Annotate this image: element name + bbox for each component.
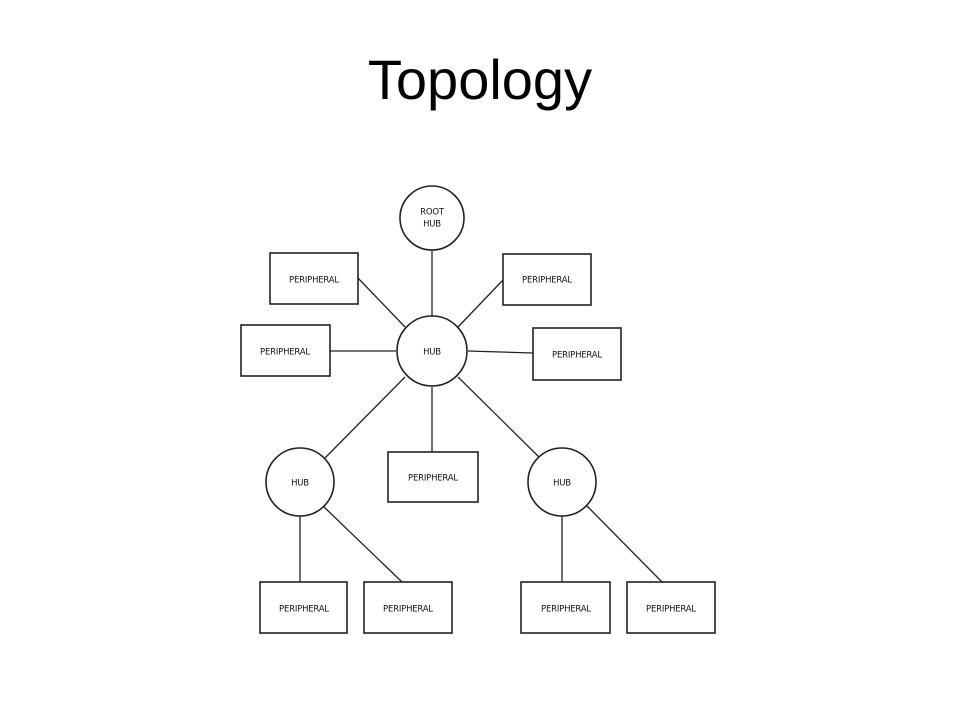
peripheral-box — [626, 581, 716, 634]
peripheral-label: PERIPHERAL — [552, 351, 602, 361]
link-hub-peripheral-right — [467, 350, 534, 354]
peripheral-box — [532, 327, 622, 381]
link-hub-left-hub — [324, 376, 406, 459]
peripheral-box — [363, 581, 453, 634]
peripheral-label: PERIPHERAL — [408, 474, 458, 484]
right-hub-node: HUB — [527, 447, 597, 517]
root-hub-circle — [399, 185, 465, 251]
slide-title: Topology — [367, 48, 593, 111]
peripheral-bottom-2: PERIPHERAL — [363, 581, 453, 634]
peripheral-box — [520, 581, 611, 634]
root-hub-label-line1: ROOT — [420, 208, 445, 218]
peripheral-center: PERIPHERAL — [387, 451, 479, 503]
root-hub-label-line2: HUB — [423, 220, 441, 230]
link-left-hub-peripheral-b — [322, 505, 403, 583]
central-hub-node: HUB — [396, 315, 468, 387]
peripheral-label: PERIPHERAL — [289, 276, 339, 286]
link-hub-peripheral-ur — [457, 279, 504, 328]
left-hub-label: HUB — [291, 479, 309, 489]
peripheral-upper-right: PERIPHERAL — [502, 253, 592, 306]
link-hub-peripheral-ul — [357, 277, 406, 328]
peripheral-box — [387, 451, 479, 503]
peripheral-box — [269, 252, 359, 305]
peripheral-label: PERIPHERAL — [279, 605, 329, 615]
peripheral-left: PERIPHERAL — [240, 324, 331, 377]
peripheral-label: PERIPHERAL — [522, 276, 572, 286]
central-hub-circle — [396, 315, 468, 387]
peripheral-label: PERIPHERAL — [383, 605, 433, 615]
peripheral-box — [240, 324, 331, 377]
left-hub-node: HUB — [265, 447, 335, 517]
right-hub-label: HUB — [553, 479, 571, 489]
root-hub-node: ROOT HUB — [399, 185, 465, 251]
left-hub-circle — [265, 447, 335, 517]
peripheral-label: PERIPHERAL — [646, 605, 696, 615]
peripheral-upper-left: PERIPHERAL — [269, 252, 359, 305]
right-hub-circle — [527, 447, 597, 517]
link-right-hub-peripheral-b — [586, 505, 663, 583]
peripheral-label: PERIPHERAL — [541, 605, 591, 615]
connectors — [299, 248, 663, 583]
central-hub-label: HUB — [423, 348, 441, 358]
link-hub-right-hub — [457, 376, 541, 459]
peripheral-right: PERIPHERAL — [532, 327, 622, 381]
peripheral-label: PERIPHERAL — [260, 348, 310, 358]
peripheral-bottom-1: PERIPHERAL — [259, 581, 348, 634]
peripheral-bottom-4: PERIPHERAL — [626, 581, 716, 634]
peripheral-box — [502, 253, 592, 306]
peripheral-bottom-3: PERIPHERAL — [520, 581, 611, 634]
peripheral-box — [259, 581, 348, 634]
